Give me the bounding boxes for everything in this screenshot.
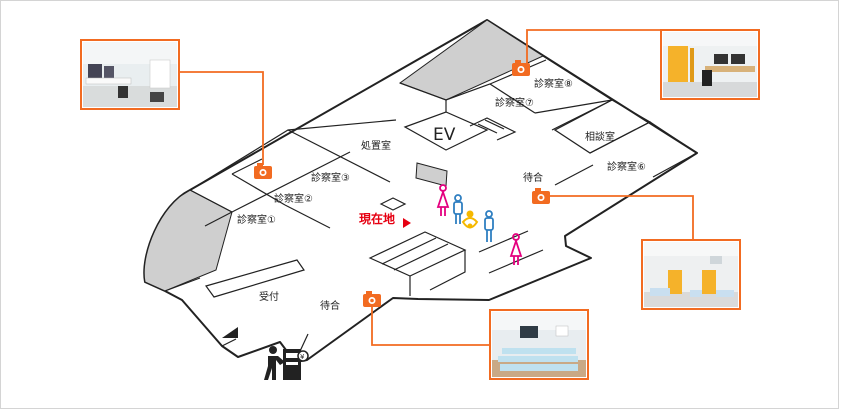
camera-icon bbox=[532, 188, 550, 204]
current-location-label: 現在地 bbox=[359, 211, 395, 226]
current-location-flag-icon bbox=[403, 218, 411, 228]
woman-icon bbox=[509, 233, 523, 265]
waiting-area-photo[interactable] bbox=[641, 239, 741, 310]
man-icon bbox=[453, 194, 463, 224]
room-labels: 診察室① 診察室② 診察室③ 処置室 診察室⑦ 診察室⑧ 相談室 診察室⑥ 待合… bbox=[237, 77, 646, 312]
room-label-waiting-lower: 待合 bbox=[320, 299, 340, 312]
room-label-exam-7: 診察室⑦ bbox=[495, 96, 534, 109]
woman-icon bbox=[436, 184, 450, 216]
room-label-exam-6: 診察室⑥ bbox=[607, 160, 646, 173]
room-label-consultation: 相談室 bbox=[585, 130, 615, 143]
shaded-areas bbox=[143, 19, 545, 292]
exam-room-8-photo[interactable] bbox=[660, 29, 760, 100]
child-icon bbox=[461, 210, 479, 229]
elevator-label: EV bbox=[433, 125, 456, 145]
room-label-exam-2: 診察室② bbox=[274, 192, 313, 205]
camera-icon bbox=[512, 60, 530, 76]
man-icon bbox=[484, 210, 494, 242]
svg-text:¥: ¥ bbox=[300, 353, 305, 361]
room-label-waiting-right: 待合 bbox=[523, 171, 543, 184]
camera-icon bbox=[363, 291, 381, 307]
room-label-exam-3: 診察室③ bbox=[311, 171, 350, 184]
room-label-exam-8: 診察室⑧ bbox=[534, 77, 573, 90]
lower-waiting-photo[interactable] bbox=[489, 309, 589, 380]
room-label-reception: 受付 bbox=[259, 290, 279, 303]
exam-room-photo[interactable] bbox=[80, 39, 180, 110]
camera-icon bbox=[254, 163, 272, 179]
room-label-treatment: 処置室 bbox=[361, 139, 391, 152]
room-label-exam-1: 診察室① bbox=[237, 213, 276, 226]
current-location-marker: 現在地 bbox=[359, 211, 411, 228]
payment-machine-icon: ¥ bbox=[264, 346, 309, 380]
interior-walls bbox=[164, 55, 699, 363]
entrance-arrow-icon bbox=[222, 327, 238, 338]
